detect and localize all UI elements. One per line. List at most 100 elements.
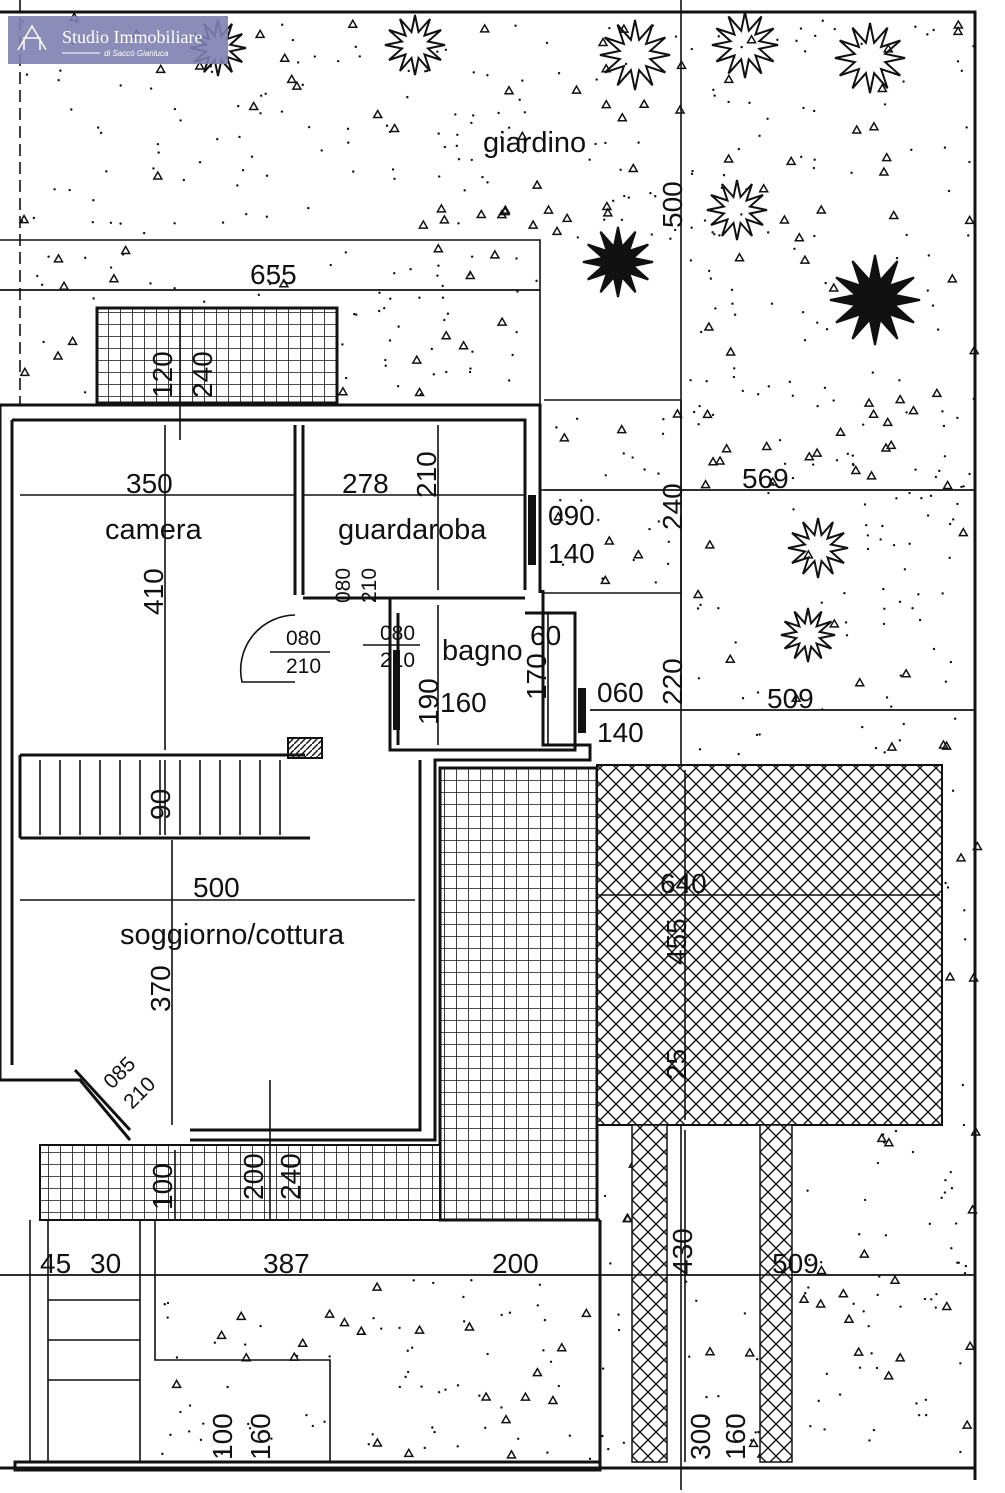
garden-speckle [508, 1311, 512, 1314]
garden-speckle [404, 1375, 407, 1379]
garden-speckle [737, 147, 740, 151]
garden-speckle [876, 1293, 879, 1297]
garden-speckle [173, 107, 177, 111]
garden-speckle [801, 310, 805, 314]
garden-speckle [867, 1324, 870, 1328]
garden-speckle [245, 212, 248, 216]
room-label-guardaroba: guardaroba [338, 514, 487, 546]
garden-speckle [70, 108, 73, 111]
garden-speckle [119, 222, 122, 225]
garden-speckle [883, 1137, 895, 1147]
tree-icon [706, 179, 768, 241]
garden-speckle [815, 204, 827, 214]
garden-speckle [463, 189, 466, 192]
garden-speckle [280, 110, 284, 113]
garden-speckle [516, 290, 519, 293]
garden-speckle [949, 660, 953, 664]
garden-speckle [156, 142, 160, 146]
garden-speckle [536, 1304, 539, 1307]
garden-speckle [885, 696, 889, 699]
garden-speckle [179, 119, 182, 122]
garden-speckle [499, 206, 511, 216]
garden-speckle [823, 386, 827, 390]
garden-speckle [948, 556, 951, 560]
garden-speckle [236, 184, 239, 187]
garden-speckle [844, 621, 848, 624]
garden-speckle [637, 141, 640, 144]
garden-speckle [963, 1271, 967, 1275]
garden-speckle [622, 452, 625, 455]
garden-speckle [91, 220, 95, 224]
garden-speckle [496, 316, 508, 326]
garden-speckle [734, 641, 737, 644]
garden-speckle [173, 286, 176, 290]
dim-label: 569 [742, 463, 789, 494]
garden-speckle [811, 447, 823, 457]
garden-speckle [905, 411, 908, 414]
garden-speckle [758, 733, 761, 736]
garden-speckle [620, 218, 624, 222]
garden-speckle [733, 313, 737, 316]
garden-speckle [152, 170, 164, 180]
terrace-paving [95, 306, 339, 405]
garden-speckle [497, 111, 500, 115]
garden-speckle [163, 1303, 166, 1306]
garden-speckle [406, 1349, 409, 1352]
garden-speckle [776, 38, 779, 42]
logo-name: Studio Immobiliare [62, 27, 202, 47]
garden-speckle [835, 426, 846, 437]
garden-speckle [265, 174, 269, 177]
garden-speckle [949, 1170, 953, 1174]
garden-speckle [440, 330, 452, 340]
garden-speckle [648, 527, 651, 531]
garden-speckle [851, 462, 855, 466]
stairs [39, 760, 281, 835]
vertical-dimension-labels: 120 240 210 410 080 210 170 190 500 240 … [99, 181, 751, 1460]
garden-speckle [863, 1198, 867, 1202]
garden-speckle [803, 50, 807, 53]
garden-speckle [962, 1123, 966, 1127]
garden-speckle [40, 283, 44, 286]
garden-speckle [547, 1394, 559, 1405]
garden-speckle [42, 340, 45, 344]
garden-speckle [517, 1437, 520, 1440]
garden-speckle [944, 1179, 947, 1182]
garden-speckle [600, 574, 611, 585]
garden-speckle [603, 218, 606, 221]
dim-label: 240 [657, 483, 688, 530]
garden-speckle [712, 88, 715, 92]
garden-speckle [815, 1298, 826, 1308]
garden-speckle [756, 691, 760, 694]
garden-speckle [275, 267, 279, 270]
garden-speckle [372, 1317, 375, 1320]
garden-speckle [704, 1346, 716, 1356]
garden-speckle [746, 34, 757, 44]
garden-speckle [545, 41, 549, 45]
garden-speckle [711, 413, 715, 417]
garden-speckle [674, 104, 686, 114]
garden-speckle [20, 219, 24, 223]
garden-speckle [161, 1452, 164, 1456]
garden-speckle [941, 592, 944, 595]
garden-speckle [911, 607, 914, 610]
garden-speckle [480, 1391, 492, 1401]
garden-speckle [53, 188, 56, 191]
garden-speckle [236, 104, 240, 108]
garden-speckle [795, 39, 798, 43]
garden-speckle [793, 247, 796, 250]
dimension-labels: 655 350 278 090 140 569 080 210 080 210 … [40, 259, 819, 1279]
garden-speckle [863, 397, 875, 407]
garden-speckle [385, 124, 389, 127]
garden-speckle [307, 206, 310, 210]
garden-speckle [894, 394, 906, 404]
garden-speckle [410, 1346, 414, 1349]
garden-speckle [622, 1441, 626, 1445]
garden-speckle [380, 1327, 383, 1330]
garden-speckle [926, 289, 929, 292]
garden-speckle [248, 101, 259, 111]
garden-speckle [947, 273, 958, 283]
garden-speckle [943, 146, 947, 149]
garden-speckle [388, 339, 392, 342]
dim-label: 200 [492, 1248, 539, 1279]
garden-speckle [758, 183, 769, 193]
